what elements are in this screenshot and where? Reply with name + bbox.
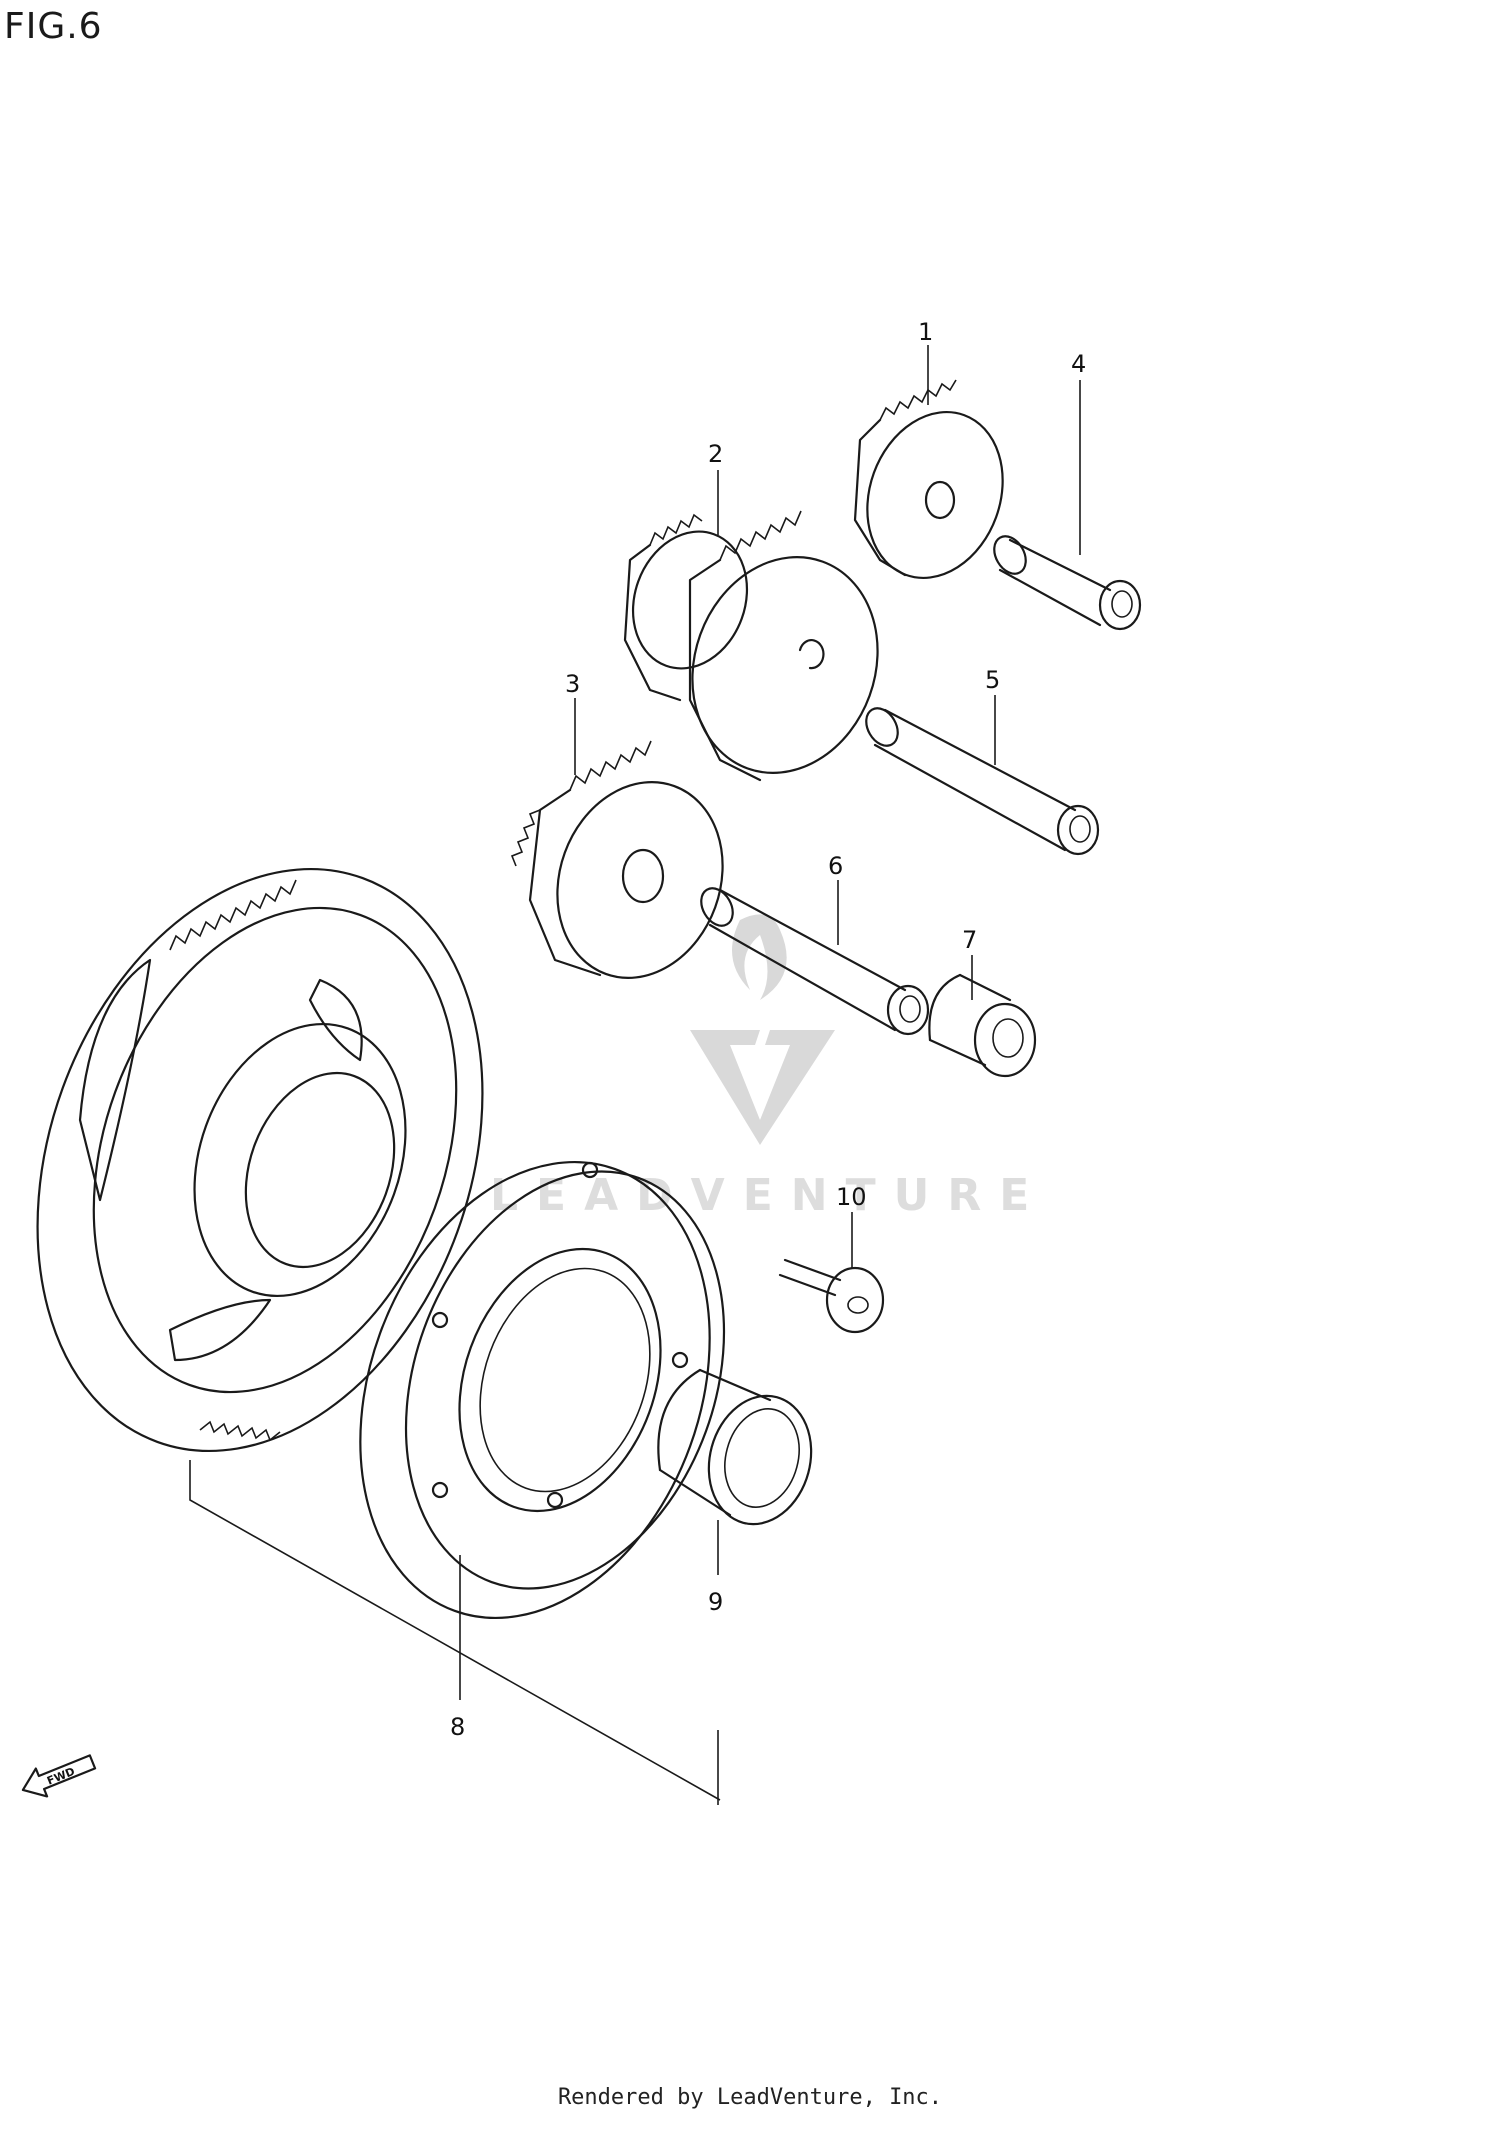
callouts: 1 2 4 3 5 6 7 10 9 8 bbox=[450, 318, 1086, 1741]
footer-credit: Rendered by LeadVenture, Inc. bbox=[557, 2085, 943, 2110]
callout-6: 6 bbox=[828, 852, 843, 880]
watermark-text: LEADVENTURE bbox=[490, 1170, 1047, 1221]
part-2-double-gear bbox=[623, 510, 879, 782]
callout-5: 5 bbox=[985, 666, 1000, 694]
callout-8: 8 bbox=[450, 1713, 465, 1741]
watermark-logo: LEADVENTURE bbox=[490, 914, 1047, 1221]
callout-7: 7 bbox=[962, 926, 977, 954]
part-7-collar bbox=[928, 973, 1037, 1078]
figure-title: FIG.6 bbox=[4, 6, 103, 47]
part-8-clutch-housing bbox=[359, 1160, 726, 1620]
callout-9: 9 bbox=[708, 1588, 723, 1616]
part-3-gear bbox=[510, 740, 724, 979]
part-5-shaft bbox=[865, 707, 1100, 856]
fwd-arrow-icon: FWD bbox=[21, 1754, 97, 1798]
part-4-shaft bbox=[993, 535, 1142, 631]
callout-4: 4 bbox=[1071, 350, 1086, 378]
fwd-label: FWD bbox=[45, 1765, 77, 1788]
part-8-starter-gear bbox=[36, 867, 484, 1453]
part-1-gear bbox=[853, 379, 1004, 580]
callout-10: 10 bbox=[836, 1183, 867, 1211]
leader-lines bbox=[189, 345, 1081, 1805]
part-10-bolt bbox=[778, 1258, 885, 1334]
callout-3: 3 bbox=[565, 670, 580, 698]
callout-2: 2 bbox=[708, 440, 723, 468]
callout-1: 1 bbox=[918, 318, 933, 346]
part-9-bearing bbox=[657, 1368, 813, 1526]
part-6-shaft bbox=[700, 887, 930, 1036]
